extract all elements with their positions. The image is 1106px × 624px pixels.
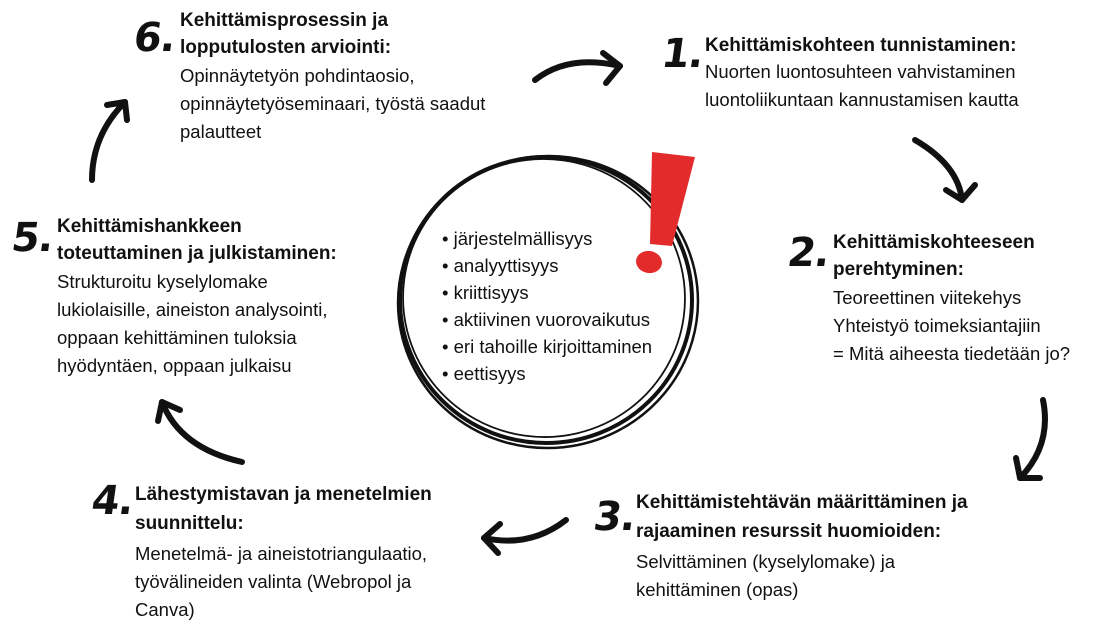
cycle-arrow-icon — [532, 50, 623, 86]
list-item: eri tahoille kirjoittaminen — [442, 333, 652, 360]
cycle-arrow-icon — [481, 517, 569, 556]
step-6-title: Kehittämisprosessin ja — [180, 10, 389, 31]
step-5-title: Kehittämishankkeen — [57, 216, 242, 237]
step-3-title: Kehittämistehtävän määrittäminen ja — [636, 492, 968, 513]
step-4-text: Canva) — [135, 599, 195, 620]
center-skills-list: järjestelmällisyys analyyttisyys kriitti… — [442, 225, 652, 387]
step-5-title: toteuttaminen ja julkistaminen: — [57, 243, 337, 264]
step-1-title: Kehittämiskohteen tunnistaminen: — [705, 35, 1017, 56]
center-circle — [396, 154, 700, 450]
step-2-text: Yhteistyö toimeksiantajiin — [833, 315, 1041, 336]
step-6-number: 6. — [130, 15, 179, 61]
step-6-title: lopputulosten arviointi: — [180, 37, 392, 58]
list-item: järjestelmällisyys — [442, 225, 652, 252]
list-item: kriittisyys — [442, 279, 652, 306]
step-5-text: oppaan kehittäminen tuloksia — [57, 327, 297, 348]
step-2-title: perehtyminen: — [833, 259, 964, 280]
list-item: analyyttisyys — [442, 252, 652, 279]
step-4-number: 4. — [88, 478, 137, 524]
list-item: eettisyys — [442, 360, 652, 387]
list-item: aktiivinen vuorovaikutus — [442, 306, 652, 333]
step-3-text: kehittäminen (opas) — [636, 579, 799, 600]
step-1: Kehittämiskohteen tunnistaminen: Nuorten… — [705, 33, 1019, 114]
step-1-text: Nuorten luontosuhteen vahvistaminen — [705, 61, 1016, 82]
step-6-text: opinnäytetyöseminaari, työstä saadut — [180, 93, 486, 114]
step-5-text: hyödyntäen, oppaan julkaisu — [57, 355, 292, 376]
cycle-arrow-icon — [1013, 397, 1048, 481]
step-1-number: 1. — [658, 31, 707, 77]
step-2-title: Kehittämiskohteeseen — [833, 232, 1035, 253]
step-4-text: työvälineiden valinta (Webropol ja — [135, 571, 412, 592]
cycle-arrow-icon — [155, 399, 245, 465]
step-6: Kehittämisprosessin ja lopputulosten arv… — [180, 8, 485, 146]
step-5-number: 5. — [8, 215, 57, 261]
step-3-text: Selvittäminen (kyselylomake) ja — [636, 551, 896, 572]
step-1-text: luontoliikuntaan kannustamisen kautta — [705, 89, 1019, 110]
step-2-number: 2. — [784, 230, 833, 276]
step-3-title: rajaaminen resurssit huomioiden: — [636, 521, 942, 542]
step-2-text: Teoreettinen viitekehys — [833, 287, 1022, 308]
step-5-text: lukiolaisille, aineiston analysointi, — [57, 299, 328, 320]
step-4-title: Lähestymistavan ja menetelmien — [135, 484, 432, 505]
step-4: Lähestymistavan ja menetelmien suunnitte… — [135, 482, 432, 624]
step-4-title: suunnittelu: — [135, 513, 244, 534]
step-2-text: = Mitä aiheesta tiedetään jo? — [833, 343, 1071, 364]
step-4-text: Menetelmä- ja aineistotriangulaatio, — [135, 543, 428, 564]
cycle-arrow-icon — [89, 99, 130, 183]
step-6-text: Opinnäytetyön pohdintaosio, — [180, 65, 415, 86]
step-3: Kehittämistehtävän määrittäminen ja raja… — [636, 490, 968, 604]
step-3-number: 3. — [590, 494, 639, 540]
step-6-text: palautteet — [180, 121, 262, 142]
step-2: Kehittämiskohteeseen perehtyminen: Teore… — [833, 230, 1070, 368]
step-5-text: Strukturoitu kyselylomake — [57, 271, 268, 292]
cycle-arrow-icon — [912, 137, 978, 203]
step-5: Kehittämishankkeen toteuttaminen ja julk… — [57, 214, 337, 380]
